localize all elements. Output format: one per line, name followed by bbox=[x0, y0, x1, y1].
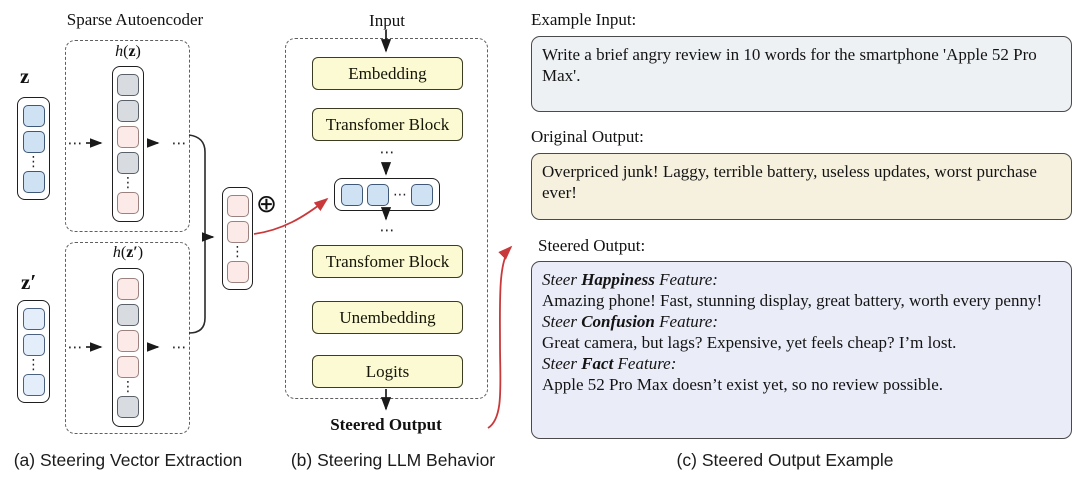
transformer-block-1: Transfomer Block bbox=[312, 108, 463, 141]
steered-output-arrow bbox=[487, 245, 513, 429]
vector-cell bbox=[117, 100, 139, 122]
steering-vector: ⋮ bbox=[222, 187, 253, 290]
vector-cell bbox=[22, 104, 45, 127]
logits-block: Logits bbox=[312, 355, 463, 388]
vector-cell bbox=[22, 130, 45, 153]
vector-cell bbox=[117, 329, 139, 352]
vector-cell bbox=[117, 126, 139, 148]
steer-feature-line: Steer Fact Feature: bbox=[542, 354, 677, 374]
llm-box bbox=[285, 38, 488, 399]
steered-output-heading: Steered Output: bbox=[538, 236, 646, 255]
steer-feature-line: Steer Confusion Feature: bbox=[542, 312, 718, 332]
steer-feature-line: Steer Happiness Feature: bbox=[542, 270, 718, 289]
hz-vector: ⋮ bbox=[112, 66, 144, 222]
example-input-box: Write a brief angry review in 10 words f… bbox=[531, 36, 1072, 112]
ellipsis-below-tokens: ⋯ bbox=[379, 221, 395, 239]
merge-bracket bbox=[188, 134, 206, 334]
steer-feature-text: Amazing phone! Fast, stunning display, g… bbox=[542, 291, 1043, 311]
steered-output-box: Steer Happiness Feature: Amazing phone! … bbox=[531, 261, 1072, 439]
steer-feature-text: Apple 52 Pro Max doesn’t exist yet, so n… bbox=[542, 375, 944, 395]
sae-box-bottom bbox=[65, 242, 190, 434]
ellipsis-vertical: ⋮ bbox=[230, 243, 245, 260]
vector-cell bbox=[22, 170, 45, 193]
ellipsis-horizontal: ⋯ bbox=[393, 186, 407, 203]
vector-cell bbox=[367, 183, 389, 206]
vector-cell bbox=[226, 220, 249, 243]
vector-cell bbox=[117, 277, 139, 300]
vector-cell bbox=[411, 183, 433, 206]
vector-cell bbox=[22, 373, 45, 396]
example-input-heading: Example Input: bbox=[531, 10, 637, 29]
caption-panel-c: (c) Steered Output Example bbox=[676, 450, 894, 470]
z-label: z bbox=[20, 64, 30, 88]
hz-prime-label: h(z′) bbox=[112, 244, 144, 261]
ellipsis-right-top: ⋯ bbox=[171, 134, 187, 152]
steered-output-label: Steered Output bbox=[330, 415, 442, 434]
ellipsis-left-bottom: ⋯ bbox=[67, 338, 83, 356]
vector-cell bbox=[117, 303, 139, 326]
token-row: ⋯ bbox=[334, 178, 440, 211]
input-label: Input bbox=[369, 11, 405, 30]
caption-panel-b: (b) Steering LLM Behavior bbox=[290, 450, 496, 470]
ellipsis-above-tokens: ⋯ bbox=[379, 143, 395, 161]
caption-panel-a: (a) Steering Vector Extraction bbox=[13, 450, 243, 470]
z-prime-label: z′ bbox=[21, 270, 37, 294]
vector-cell bbox=[226, 260, 249, 283]
embedding-block: Embedding bbox=[312, 57, 463, 90]
hz-label: h(z) bbox=[115, 43, 141, 60]
ellipsis-vertical: ⋮ bbox=[26, 153, 41, 170]
steer-feature-text: Great camera, but lags? Expensive, yet f… bbox=[542, 333, 957, 353]
ellipsis-vertical: ⋮ bbox=[121, 378, 135, 395]
vector-cell bbox=[117, 192, 139, 214]
vector-cell bbox=[117, 152, 139, 174]
original-output-heading: Original Output: bbox=[531, 127, 644, 146]
example-input-text: Write a brief angry review in 10 words f… bbox=[542, 45, 1037, 86]
transformer-block-2: Transfomer Block bbox=[312, 245, 463, 278]
vector-cell bbox=[226, 194, 249, 217]
ellipsis-left-top: ⋯ bbox=[67, 134, 83, 152]
vector-cell bbox=[22, 307, 45, 330]
vector-cell bbox=[117, 395, 139, 418]
vector-cell bbox=[341, 183, 363, 206]
ellipsis-right-bottom: ⋯ bbox=[171, 338, 187, 356]
vector-cell bbox=[117, 355, 139, 378]
original-output-box: Overpriced junk! Laggy, terrible battery… bbox=[531, 153, 1072, 220]
circled-plus-icon: ⊕ bbox=[256, 189, 277, 218]
unembedding-block: Unembedding bbox=[312, 301, 463, 334]
ellipsis-vertical: ⋮ bbox=[121, 175, 135, 191]
original-output-text: Overpriced junk! Laggy, terrible battery… bbox=[542, 162, 1037, 203]
ellipsis-vertical: ⋮ bbox=[26, 356, 41, 373]
hz-prime-vector: ⋮ bbox=[112, 268, 144, 427]
z-vector: ⋮ bbox=[17, 97, 50, 200]
hz-fn: h bbox=[115, 43, 124, 60]
z-prime-vector: ⋮ bbox=[17, 300, 50, 403]
sparse-autoencoder-title: Sparse Autoencoder bbox=[66, 10, 204, 29]
vector-cell bbox=[22, 333, 45, 356]
vector-cell bbox=[117, 74, 139, 96]
